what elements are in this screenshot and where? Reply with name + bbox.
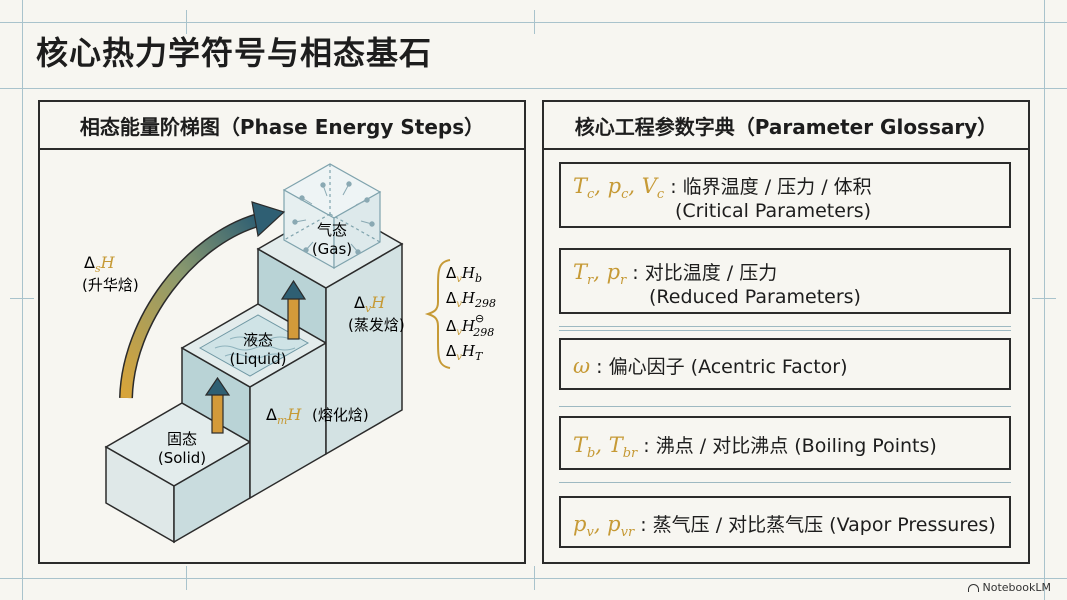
glossary-text2-critical: (Critical Parameters) bbox=[675, 200, 872, 222]
glossary-card-critical: Tc, pc, Vc : 临界温度 / 压力 / 体积 (Critical Pa… bbox=[559, 162, 1011, 228]
glossary-symbol-boiling: Tb, Tbr bbox=[573, 433, 638, 462]
vaporization-arrow bbox=[280, 279, 307, 340]
glossary-text-vapor: : 蒸气压 / 对比蒸气压 (Vapor Pressures) bbox=[640, 514, 996, 536]
tick-left bbox=[10, 298, 34, 299]
glossary-card-vapor: pv, pvr : 蒸气压 / 对比蒸气压 (Vapor Pressures) bbox=[559, 496, 1011, 548]
notebooklm-logo-icon bbox=[967, 583, 979, 592]
vap-variant-298: ΔvH298 bbox=[446, 289, 496, 310]
glossary-divider bbox=[559, 406, 1011, 407]
glossary-divider bbox=[559, 482, 1011, 483]
sublimation-symbol: ΔsH bbox=[84, 253, 116, 275]
glossary-card-boiling: Tb, Tbr : 沸点 / 对比沸点 (Boiling Points) bbox=[559, 416, 1011, 470]
liquid-label-cn: 液态 bbox=[243, 331, 273, 349]
gas-label-cn: 气态 bbox=[317, 221, 347, 239]
glossary-card-reduced: Tr, pr : 对比温度 / 压力 (Reduced Parameters) bbox=[559, 248, 1011, 314]
glossary-symbol-acentric: ω bbox=[573, 354, 591, 378]
glossary-text-boiling: : 沸点 / 对比沸点 (Boiling Points) bbox=[643, 435, 937, 457]
tick-top-right bbox=[534, 10, 535, 34]
phase-energy-diagram: 固态 (Solid) 液态 (Liquid) 气态 (Gas) ΔsH (升华焓… bbox=[82, 163, 496, 544]
glossary-text-acentric: : 偏心因子 (Acentric Factor) bbox=[596, 356, 848, 378]
solid-label-cn: 固态 bbox=[167, 430, 197, 448]
vaporization-symbol: ΔvH bbox=[354, 293, 386, 315]
glossary-divider bbox=[559, 326, 1011, 327]
fusion-arrow bbox=[204, 376, 231, 434]
fusion-symbol: ΔmH bbox=[266, 405, 302, 427]
glossary-symbol-critical: Tc, pc, Vc bbox=[573, 174, 665, 203]
solid-label-en: (Solid) bbox=[158, 449, 206, 467]
glossary-text-critical: : 临界温度 / 压力 / 体积 bbox=[670, 176, 872, 198]
frame-line-under-title bbox=[0, 88, 1067, 89]
sublimation-label: (升华焓) bbox=[82, 276, 139, 294]
tick-right bbox=[1032, 298, 1056, 299]
glossary-card-acentric: ω : 偏心因子 (Acentric Factor) bbox=[559, 338, 1011, 390]
brand-watermark: NotebookLM bbox=[967, 581, 1051, 594]
frame-line-bottom bbox=[0, 578, 1067, 579]
liquid-pool bbox=[198, 314, 310, 377]
glossary-divider bbox=[559, 330, 1011, 331]
glossary-text2-reduced: (Reduced Parameters) bbox=[649, 286, 861, 308]
parameter-glossary-panel-title: 核心工程参数字典（Parameter Glossary） bbox=[544, 102, 1028, 150]
vaporization-label: (蒸发焓) bbox=[348, 316, 405, 334]
frame-line-left bbox=[22, 0, 23, 600]
gas-step-side bbox=[325, 242, 403, 456]
tick-top-left bbox=[186, 10, 187, 34]
vap-variant-boiling: ΔvHb bbox=[446, 264, 482, 285]
glossary-symbol-reduced: Tr, pr bbox=[573, 260, 627, 289]
sublimation-arrow bbox=[119, 201, 286, 399]
brand-name: NotebookLM bbox=[982, 581, 1051, 594]
page-title: 核心热力学符号与相态基石 bbox=[36, 34, 433, 72]
glossary-text-reduced: : 对比温度 / 压力 bbox=[632, 262, 778, 284]
tick-bottom-right bbox=[534, 566, 535, 590]
phase-energy-panel-title: 相态能量阶梯图（Phase Energy Steps） bbox=[40, 102, 524, 150]
parameter-glossary-panel: 核心工程参数字典（Parameter Glossary） Tc, pc, Vc … bbox=[542, 100, 1030, 564]
gas-particles bbox=[292, 181, 375, 255]
vap-variant-temperature: ΔvHT bbox=[446, 342, 484, 363]
phase-energy-panel: 相态能量阶梯图（Phase Energy Steps） bbox=[38, 100, 526, 564]
fusion-label: (熔化焓) bbox=[312, 406, 369, 424]
frame-line-top bbox=[0, 22, 1067, 23]
tick-bottom-left bbox=[186, 566, 187, 590]
glossary-symbol-vapor: pv, pvr bbox=[573, 512, 635, 541]
vap-variant-298-standard: ΔvH⊖298 bbox=[446, 312, 494, 339]
gas-label-en: (Gas) bbox=[312, 240, 352, 258]
liquid-label-en: (Liquid) bbox=[230, 350, 287, 368]
vaporization-brace bbox=[424, 259, 451, 369]
frame-line-right bbox=[1044, 0, 1045, 600]
